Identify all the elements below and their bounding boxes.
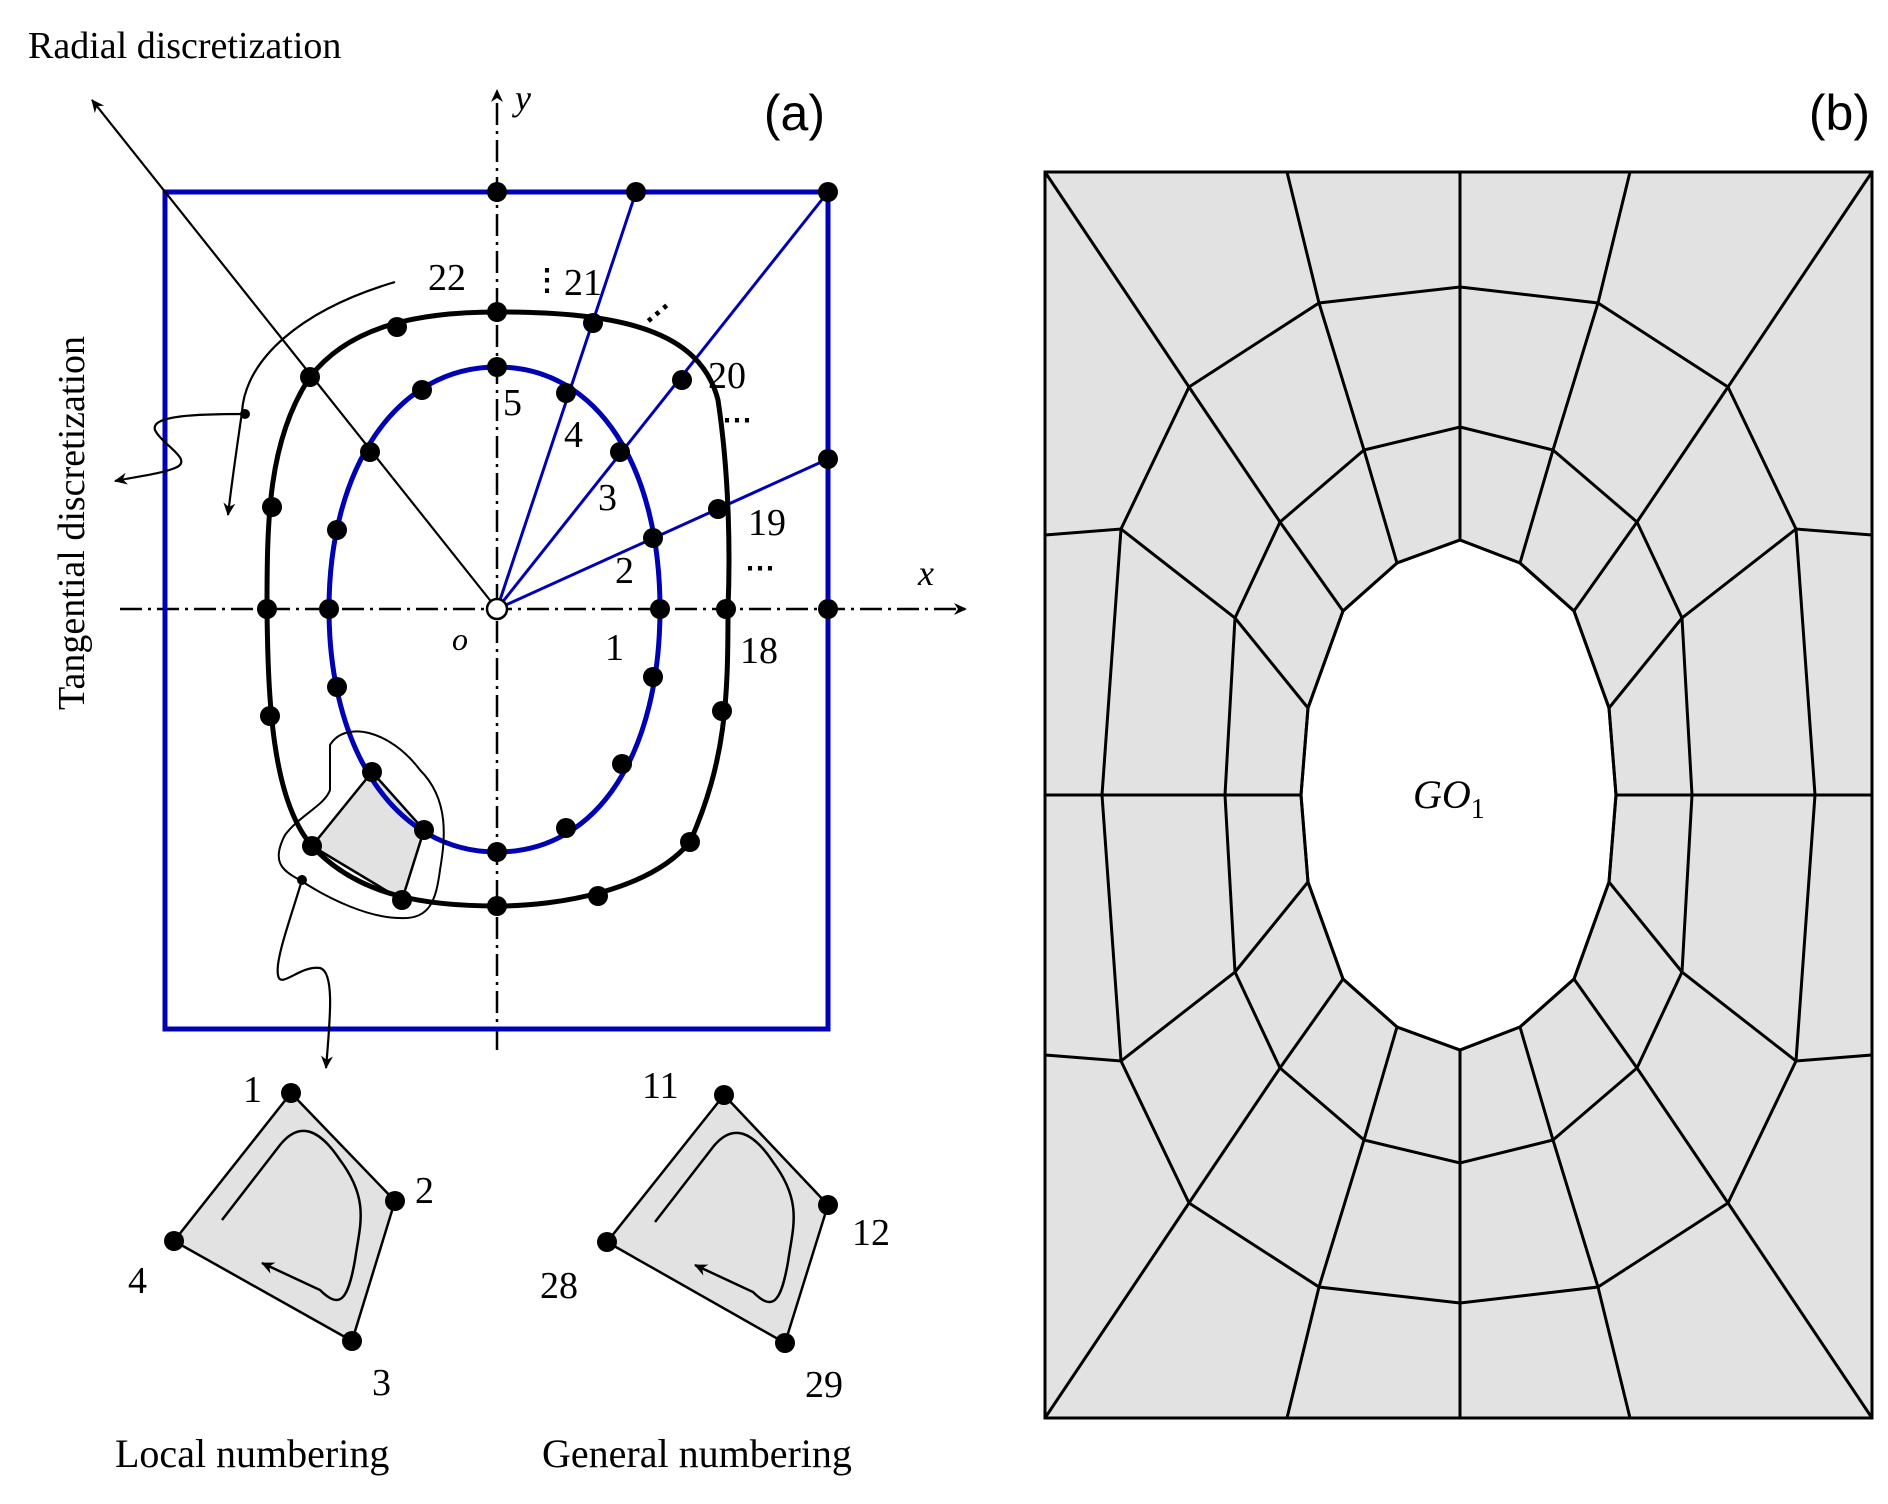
mesh-spoke bbox=[1518, 171, 1632, 564]
local-node-1: 1 bbox=[243, 1069, 262, 1111]
mesh-spoke bbox=[1044, 881, 1310, 1063]
origin-label: o bbox=[452, 621, 468, 657]
hole-label-main: GO bbox=[1413, 772, 1471, 817]
mesh-node bbox=[643, 528, 663, 548]
local-orientation-arrow bbox=[221, 1129, 362, 1302]
mesh-node bbox=[556, 383, 576, 403]
local-node-4: 4 bbox=[128, 1260, 147, 1302]
local-node-2: 2 bbox=[415, 1170, 434, 1212]
general-node-12: 12 bbox=[852, 1212, 890, 1254]
mesh-spoke bbox=[1285, 1026, 1399, 1419]
ellipsis-22: ⋮ bbox=[532, 264, 562, 297]
mesh-node bbox=[672, 370, 692, 390]
panel-a-label: (a) bbox=[764, 85, 825, 141]
general-node-29: 29 bbox=[805, 1364, 843, 1406]
panel-b: (b) GO1 bbox=[1043, 85, 1874, 1420]
mesh-spoke bbox=[1285, 171, 1399, 564]
local-numbering-element: 1 2 3 4 Local numbering bbox=[115, 1069, 434, 1476]
hole-label: GO1 bbox=[1413, 772, 1485, 825]
radial-discretization-label: Radial discretization bbox=[28, 25, 341, 67]
tangential-direction-arrow bbox=[223, 280, 396, 516]
mesh-spoke bbox=[1607, 527, 1873, 709]
mesh-node bbox=[487, 302, 507, 322]
mesh-spoke bbox=[1607, 881, 1873, 1063]
node-label-5: 5 bbox=[503, 382, 522, 424]
origin-point bbox=[485, 597, 509, 621]
hole-label-subscript: 1 bbox=[1471, 794, 1485, 825]
mesh-node bbox=[360, 442, 380, 462]
mesh-spoke bbox=[1043, 978, 1345, 1419]
x-axis-label: x bbox=[917, 553, 934, 593]
node-label-20: 20 bbox=[708, 355, 746, 397]
mesh-node bbox=[626, 182, 646, 202]
node-labels: 1 2 3 4 5 18 19 20 21 22 bbox=[428, 257, 786, 672]
radial-direction-arrow bbox=[91, 99, 498, 610]
local-numbering-caption: Local numbering bbox=[115, 1431, 389, 1476]
node-label-4: 4 bbox=[564, 414, 583, 456]
node-label-19: 19 bbox=[748, 502, 786, 544]
mesh-node bbox=[556, 818, 576, 838]
mesh-node bbox=[302, 836, 322, 856]
mesh-node bbox=[583, 313, 603, 333]
mesh-lines bbox=[1043, 171, 1874, 1419]
mesh-node bbox=[818, 599, 838, 619]
mesh-spoke bbox=[1572, 978, 1874, 1419]
node-label-22: 22 bbox=[428, 257, 466, 299]
mesh-node bbox=[650, 599, 670, 619]
mesh-node bbox=[643, 667, 663, 687]
mesh-node bbox=[588, 886, 608, 906]
mesh-spoke bbox=[1572, 171, 1874, 612]
mesh-node bbox=[412, 380, 432, 400]
mesh-node bbox=[487, 842, 507, 862]
node-label-1: 1 bbox=[605, 627, 624, 669]
mesh-nodes bbox=[257, 182, 838, 916]
mesh-node bbox=[610, 442, 630, 462]
mesh-node bbox=[680, 832, 700, 852]
mesh-node bbox=[392, 890, 412, 910]
node-label-21: 21 bbox=[564, 262, 602, 304]
mesh-node bbox=[708, 499, 728, 519]
mesh-node bbox=[716, 599, 736, 619]
radial-rays bbox=[495, 191, 830, 611]
mesh-node bbox=[319, 599, 339, 619]
mesh-node bbox=[487, 357, 507, 377]
tangential-discretization-label: Tangential discretization bbox=[51, 336, 93, 710]
mesh-node bbox=[327, 520, 347, 540]
panel-b-label: (b) bbox=[1809, 85, 1870, 141]
mesh-node bbox=[612, 754, 632, 774]
mesh-node bbox=[487, 896, 507, 916]
mesh-node bbox=[327, 677, 347, 697]
panel-a: (a) Radial discretization Tangential dis… bbox=[28, 25, 967, 1476]
mesh-node bbox=[300, 367, 320, 387]
mesh-node bbox=[818, 449, 838, 469]
node-label-18: 18 bbox=[740, 630, 778, 672]
general-orientation-arrow bbox=[654, 1131, 795, 1304]
mesh-spoke bbox=[1044, 527, 1310, 709]
node-label-3: 3 bbox=[598, 477, 617, 519]
mesh-spoke bbox=[1043, 171, 1345, 612]
mesh-node bbox=[712, 701, 732, 721]
mesh-node bbox=[387, 317, 407, 337]
node-label-2: 2 bbox=[615, 550, 634, 592]
general-node-11: 11 bbox=[642, 1065, 679, 1107]
ellipsis-20: ⋯ bbox=[722, 404, 752, 437]
ellipsis-19: ⋯ bbox=[745, 552, 775, 585]
mesh-node bbox=[262, 497, 282, 517]
local-node-3: 3 bbox=[372, 1362, 391, 1404]
mesh-node bbox=[362, 762, 382, 782]
general-numbering-element: 11 12 29 28 General numbering bbox=[540, 1065, 890, 1476]
mesh-spoke bbox=[1518, 1026, 1632, 1419]
mesh-node bbox=[257, 599, 277, 619]
y-axis-label: y bbox=[512, 78, 531, 118]
mesh-node bbox=[260, 706, 280, 726]
mesh-node bbox=[414, 820, 434, 840]
mesh-node bbox=[487, 182, 507, 202]
tangential-callout bbox=[114, 412, 246, 485]
element-callout bbox=[277, 730, 445, 920]
general-node-28: 28 bbox=[540, 1265, 578, 1307]
element-callout-arrow bbox=[276, 879, 333, 1069]
mesh-node bbox=[818, 182, 838, 202]
general-numbering-caption: General numbering bbox=[542, 1431, 852, 1476]
